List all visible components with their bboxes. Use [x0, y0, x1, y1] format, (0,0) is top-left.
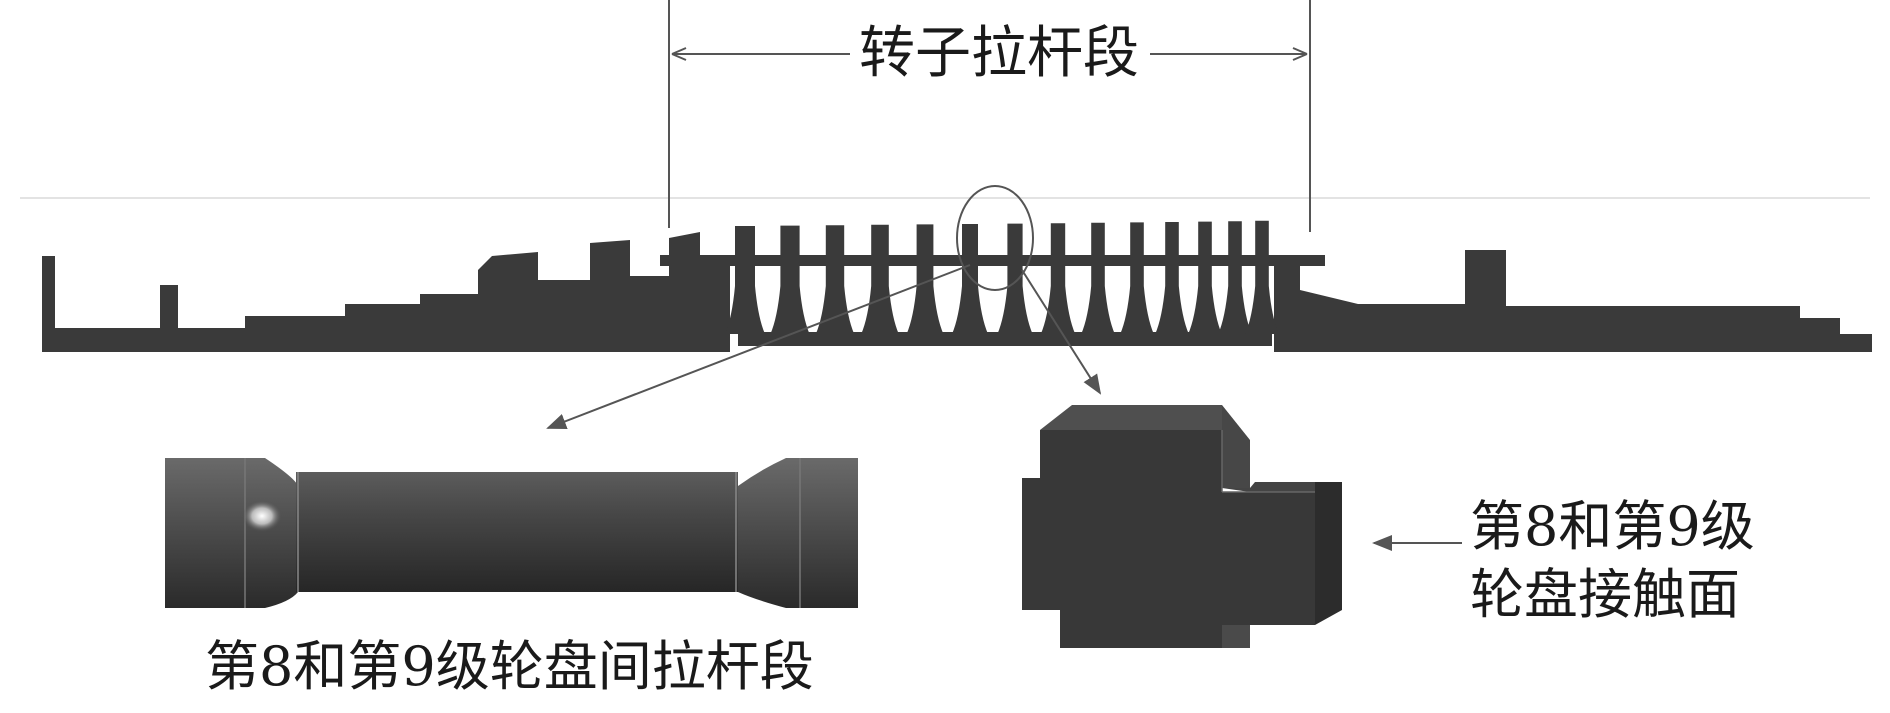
rotor-profile — [42, 232, 1872, 352]
leader-line-contact — [1021, 269, 1102, 395]
turbine-disk — [770, 225, 810, 334]
contact-surface-label-line1: 第8和第9级 — [1470, 495, 1755, 558]
turbine-disk — [1155, 222, 1189, 334]
turbine-disk — [906, 224, 944, 334]
turbine-disk — [997, 223, 1033, 334]
highlight-ellipse — [956, 185, 1034, 291]
turbine-disk — [861, 224, 899, 334]
turbine-disk — [1040, 223, 1076, 334]
contact-surface-label: 第8和第9级 轮盘接触面 — [1470, 493, 1755, 629]
leader-line-rod — [546, 264, 971, 429]
turbine-disk — [952, 224, 988, 334]
turbine-disk — [1218, 221, 1252, 334]
contact-surface-detail — [1022, 405, 1342, 648]
turbine-disk — [815, 225, 855, 334]
contact-surface-label-line2: 轮盘接触面 — [1470, 563, 1740, 626]
tie-rod-segment-detail — [165, 458, 858, 608]
turbine-disk — [1081, 222, 1115, 334]
disk-group — [725, 220, 1279, 334]
turbine-disk — [1120, 222, 1154, 334]
turbine-disk — [1188, 221, 1222, 334]
rotor-tie-rod-section-label: 转子拉杆段 — [855, 26, 1143, 82]
dimension-marker — [668, 0, 1311, 232]
turbine-disk — [1245, 220, 1279, 334]
turbine-disk — [725, 226, 765, 334]
tie-rod-between-disks-label: 第8和第9级轮盘间拉杆段 — [205, 635, 814, 698]
